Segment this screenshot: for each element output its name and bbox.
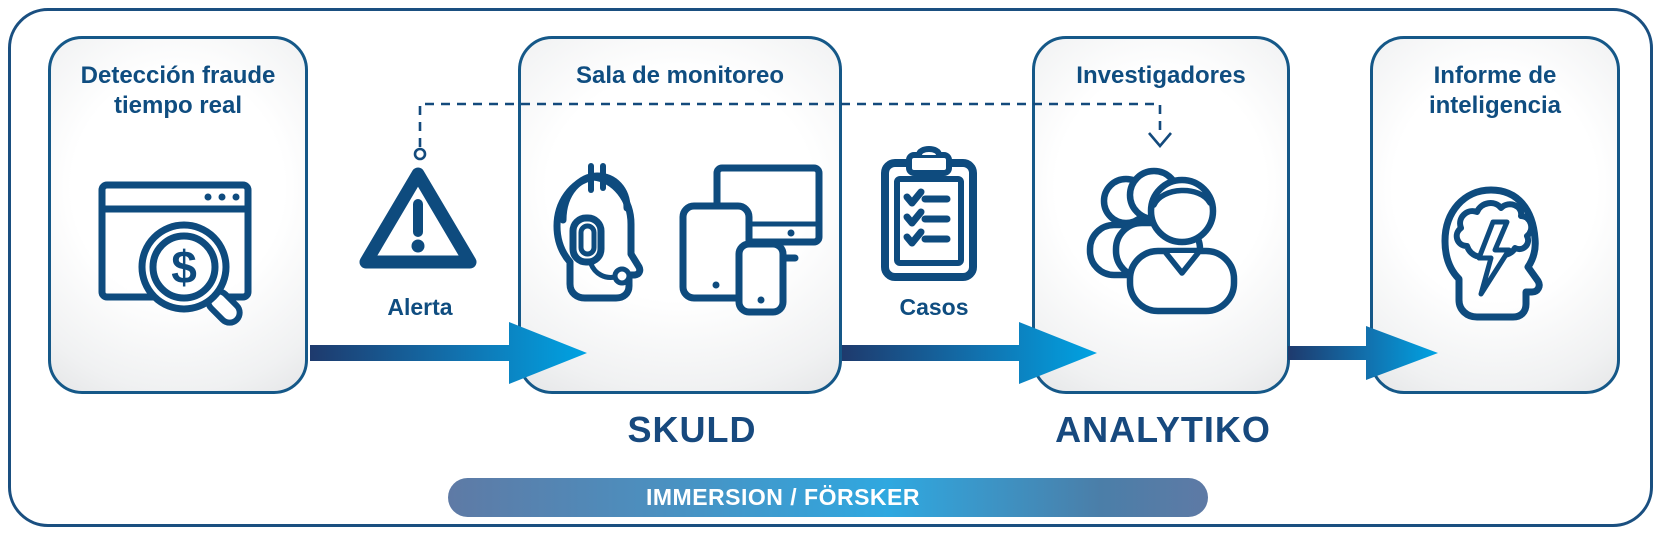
immersion-forsker-banner: IMMERSION / FÖRSKER [448,478,1208,517]
alert-warning-icon [359,167,477,269]
operator-headset-icon [553,163,644,302]
station-box-fraud-detection: Detección fraude tiempo real $ [48,36,308,394]
operator-and-devices-icon [553,163,823,316]
head-profile-shape [1441,186,1543,321]
station-box-investigators: Investigadores [1032,36,1290,394]
fraud-detection-icon: $ [98,181,251,326]
cases-icon-holder [877,145,981,292]
station-title: Detección fraude tiempo real [81,61,276,121]
station-box-monitoring-room: Sala de monitoreo [518,36,842,394]
lightning-bolt-shape [1476,219,1512,297]
skuld-product-label: SKULD [627,409,757,450]
alert-icon-holder [352,160,484,291]
station-title-line1: Informe de [1433,62,1557,89]
intelligence-brain-icon [1441,186,1543,321]
cases-clipboard-icon [881,146,977,281]
icon-area [1035,91,1287,391]
station-box-intelligence-report: Informe de inteligencia [1370,36,1620,394]
investigators-icon [1086,167,1238,315]
dollar-glyph: $ [171,241,197,293]
banner-label: IMMERSION / FÖRSKER [645,484,920,510]
icon-area [521,91,839,391]
alert-label: Alerta [387,294,453,320]
station-title: Informe de inteligencia [1429,61,1561,121]
station-title-line1: Sala de monitoreo [575,62,785,89]
analytiko-product-label: ANALYTIKO [1055,409,1271,450]
station-title-line1: Investigadores [1076,62,1246,89]
station-title: Sala de monitoreo [576,61,784,91]
station-title-line2: inteligencia [1428,92,1562,119]
station-title-line1: Detección fraude [80,62,276,89]
icon-area: $ [51,121,305,391]
station-title-line2: tiempo real [113,92,243,119]
devices-icon [679,164,823,316]
station-title: Investigadores [1076,61,1245,91]
icon-area [1373,121,1617,391]
cases-label: Casos [899,294,969,320]
